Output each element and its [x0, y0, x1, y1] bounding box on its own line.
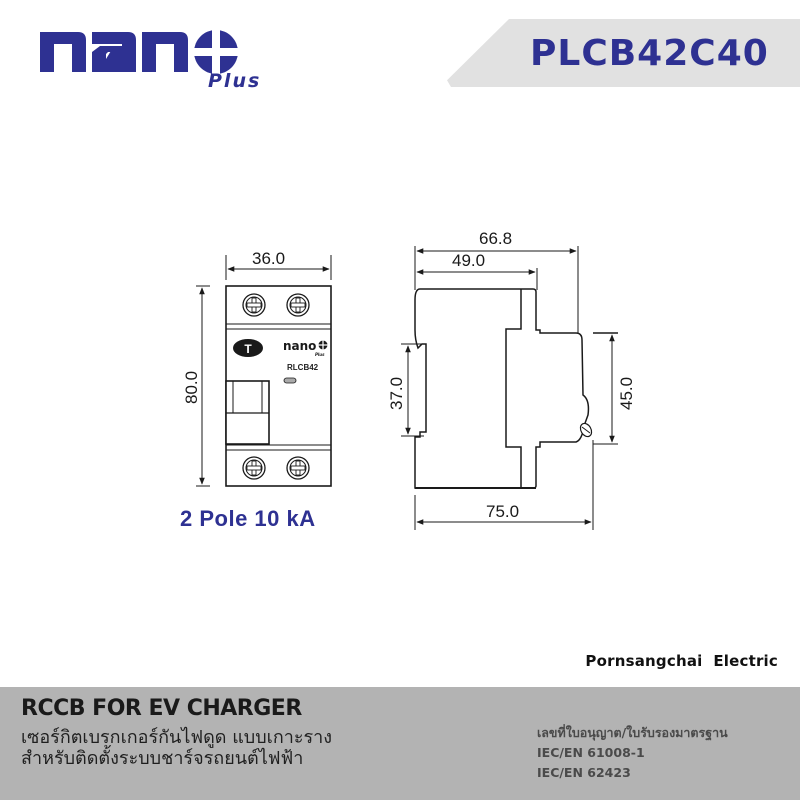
device-brand-plus-icon — [318, 340, 328, 350]
terminal-screw-icon — [286, 456, 310, 480]
standard-2: IEC/EN 62423 — [537, 765, 631, 780]
certification-block: เลขที่ใบอนุญาต/ใบรับรองมาตรฐาน IEC/EN 61… — [537, 723, 799, 783]
nano-logo-icon — [40, 28, 240, 76]
test-button-icon — [233, 339, 263, 357]
overall-depth-label: 66.8 — [479, 229, 512, 248]
front-view: 36.0 80.0 — [182, 249, 332, 487]
description-line-1: เซอร์กิตเบรกเกอร์กันไฟดูด แบบเกาะราง — [21, 727, 333, 748]
brand-logo: Plus — [38, 22, 259, 102]
product-description: เซอร์กิตเบรกเกอร์กันไฟดูด แบบเกาะราง สำห… — [21, 727, 481, 769]
product-title: RCCB FOR EV CHARGER — [21, 696, 302, 721]
model-code: PLCB42C40 — [530, 33, 769, 74]
device-brand: nano — [283, 339, 316, 353]
footer-panel: RCCB FOR EV CHARGER เซอร์กิตเบรกเกอร์กัน… — [0, 687, 800, 800]
test-button-label: T — [244, 342, 252, 356]
device-brand-sub: Plus — [315, 352, 325, 357]
rating-label: 2 Pole 10 kA — [180, 506, 316, 531]
indicator-window-icon — [283, 377, 297, 384]
certification-heading: เลขที่ใบอนุญาต/ใบรับรองมาตรฐาน — [537, 725, 728, 740]
company-name: Pornsangchai Electric — [585, 652, 778, 670]
logo-plus-text: Plus — [208, 70, 262, 92]
side-view: 66.8 49.0 37.0 45.0 75.0 — [387, 229, 636, 530]
front-depth-label: 49.0 — [452, 251, 485, 270]
description-line-2: สำหรับติดตั้งระบบชาร์จรถยนต์ไฟฟ้า — [21, 748, 304, 769]
terminal-screw-icon — [286, 293, 310, 317]
total-depth-label: 75.0 — [486, 502, 519, 521]
front-face-height-label: 45.0 — [617, 377, 636, 410]
device-model-label: RLCB42 — [287, 363, 319, 372]
terminal-screw-icon — [242, 456, 266, 480]
model-tab — [447, 19, 800, 87]
front-height-label: 80.0 — [182, 371, 201, 404]
dimension-drawing: 36.0 80.0 — [182, 229, 636, 530]
terminal-screw-icon — [242, 293, 266, 317]
standard-1: IEC/EN 61008-1 — [537, 745, 645, 760]
front-width-label: 36.0 — [252, 249, 285, 268]
rail-clip-label: 37.0 — [387, 377, 406, 410]
